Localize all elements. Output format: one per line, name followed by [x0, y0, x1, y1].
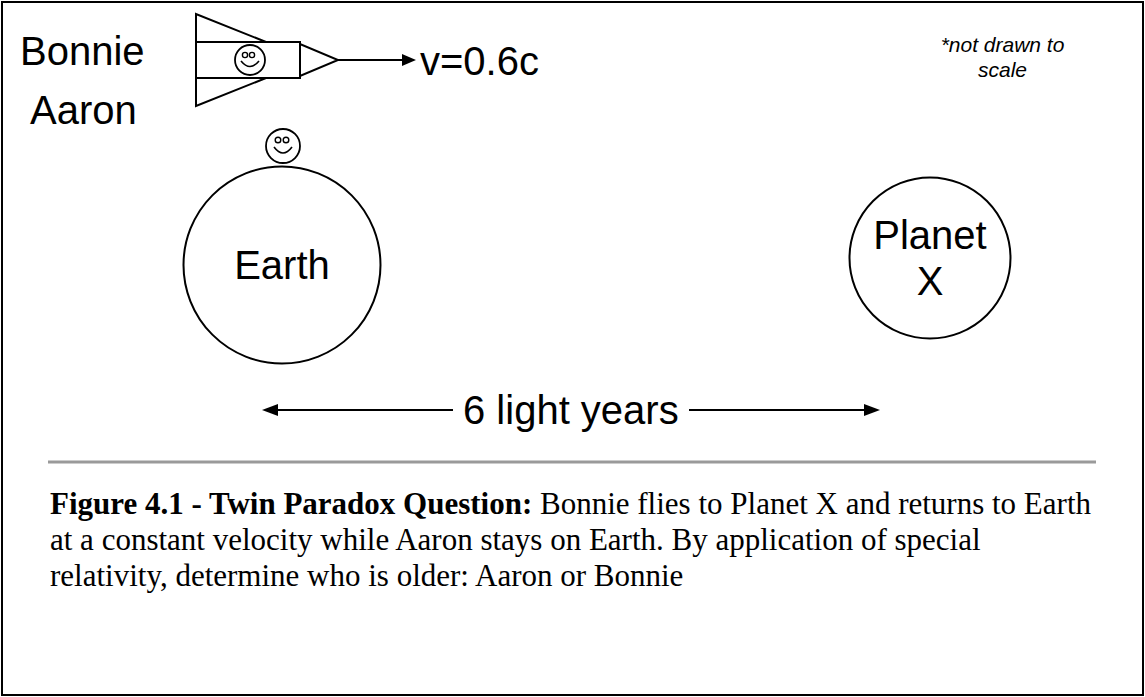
- rocket-nose: [300, 44, 338, 76]
- arrow-head: [864, 404, 880, 416]
- face-eye: [275, 137, 281, 143]
- separator-rule: [48, 461, 1096, 464]
- earth-circle: Earth: [182, 165, 382, 365]
- node-label: Earth: [192, 242, 372, 288]
- face-outline: [266, 129, 300, 163]
- bonnie-face: [235, 45, 265, 75]
- rocket-body: [196, 42, 300, 78]
- rocket-fin: [196, 14, 266, 42]
- aaron-face: [266, 129, 300, 163]
- circle-outline: [848, 176, 1012, 340]
- scale-note: *not drawn to scale: [935, 32, 1070, 82]
- face-smile: [274, 147, 292, 153]
- face-eye: [283, 137, 289, 143]
- person-name: Bonnie: [20, 27, 145, 75]
- velocity-arrow: [338, 59, 402, 61]
- rocket-fin: [196, 78, 266, 106]
- face-eye: [249, 52, 254, 57]
- distance-label: 6 light years: [453, 386, 689, 434]
- arrow-head: [262, 404, 278, 416]
- node-label: Planet X: [865, 212, 995, 304]
- face-smile: [241, 61, 259, 67]
- velocity-label: v=0.6c: [420, 37, 539, 85]
- arrow-head: [402, 54, 416, 66]
- planet-circle: Planet X: [848, 176, 1012, 340]
- circle-shape: [184, 167, 381, 364]
- figure-caption: Figure 4.1 - Twin Paradox Question: Bonn…: [50, 486, 1105, 594]
- rocket: [196, 14, 338, 106]
- circle-shape: [850, 178, 1011, 339]
- face-eye: [242, 52, 247, 57]
- face-outline: [235, 45, 265, 75]
- person-name: Aaron: [30, 86, 137, 134]
